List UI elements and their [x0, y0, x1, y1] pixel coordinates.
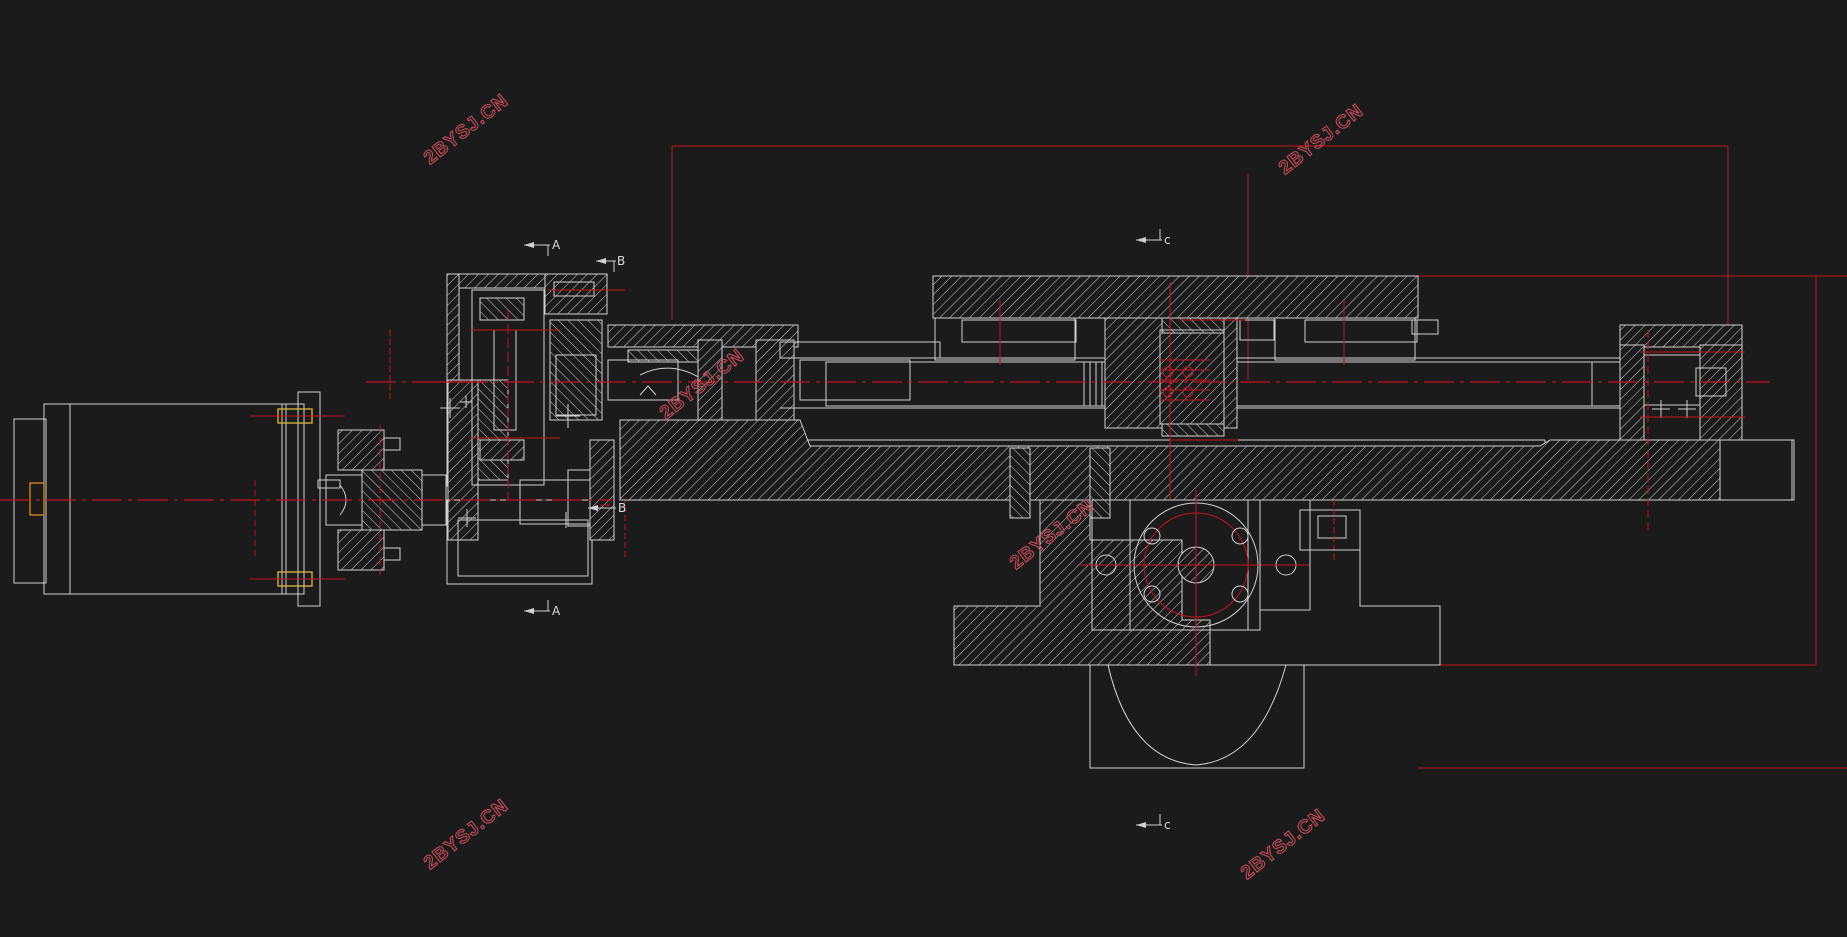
section-mark-c-bottom: c	[1136, 814, 1171, 832]
lower-support-section	[953, 447, 1441, 769]
section-label-b-bottom: B	[618, 501, 626, 515]
watermark: 2BYSJ.CN	[420, 90, 512, 169]
section-label-a-top: A	[552, 238, 561, 252]
section-label-c-top: c	[1164, 233, 1171, 247]
watermark: 2BYSJ.CN	[420, 795, 512, 874]
right-bearing-support	[1619, 324, 1745, 530]
construction-frame	[671, 145, 1847, 769]
section-mark-c-top: c	[1136, 229, 1171, 247]
section-mark-a-top: A	[524, 238, 561, 256]
section-mark-a-bottom: A	[524, 600, 561, 618]
carriage-table	[932, 275, 1439, 500]
watermark: 2BYSJ.CN	[1275, 100, 1367, 179]
section-label-b-top: B	[617, 254, 625, 268]
section-label-c-bottom: c	[1164, 818, 1171, 832]
watermark: 2BYSJ.CN	[1237, 805, 1329, 884]
gearbox-housing	[389, 273, 626, 585]
centerlines	[0, 381, 1770, 501]
motor-assembly	[13, 391, 345, 607]
section-marks: A B A B c c	[524, 229, 1171, 832]
section-mark-b-top: B	[596, 254, 625, 272]
section-mark-b-bottom: B	[588, 497, 626, 515]
motor-terminal-box	[29, 482, 45, 516]
section-label-a-bottom: A	[552, 604, 561, 618]
